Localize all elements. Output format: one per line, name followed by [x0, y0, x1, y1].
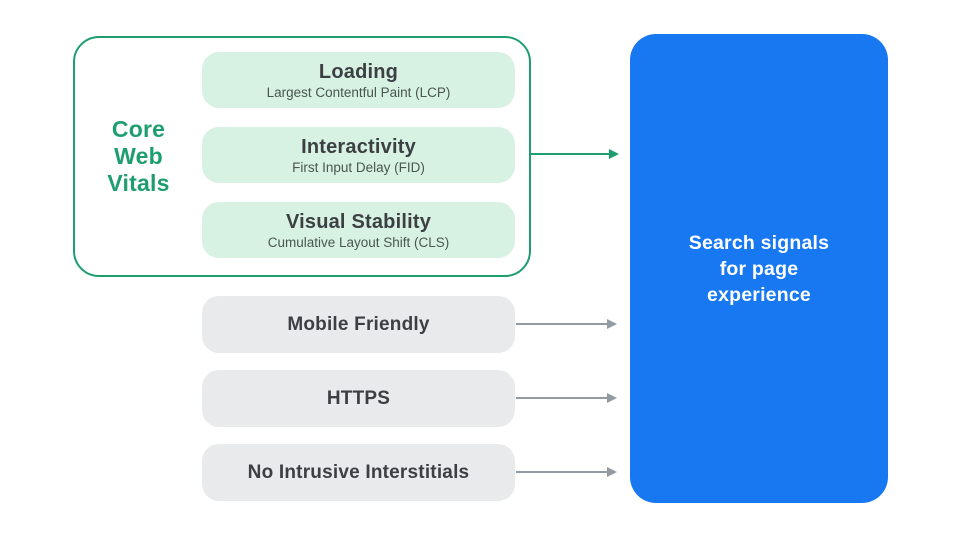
arrow-https-icon — [516, 393, 617, 403]
signal-box-mobile-friendly: Mobile Friendly — [202, 296, 515, 353]
vital-box-visual-stability: Visual Stability Cumulative Layout Shift… — [202, 202, 515, 258]
result-line-2: for page — [719, 257, 799, 280]
signal-box-https: HTTPS — [202, 370, 515, 427]
signal-box-no-intrusive-interstitials: No Intrusive Interstitials — [202, 444, 515, 501]
signal-label-no-intrusive-interstitials: No Intrusive Interstitials — [247, 461, 470, 483]
signal-label-mobile-friendly: Mobile Friendly — [287, 313, 430, 335]
vital-subtitle-cls: Cumulative Layout Shift (CLS) — [267, 234, 450, 250]
vital-box-interactivity: Interactivity First Input Delay (FID) — [202, 127, 515, 183]
vital-subtitle-lcp: Largest Contentful Paint (LCP) — [266, 84, 451, 100]
core-web-vitals-label: Core Web Vitals — [107, 116, 170, 196]
signal-label-https: HTTPS — [326, 387, 391, 409]
vital-title-loading: Loading — [318, 60, 399, 83]
vital-title-visual-stability: Visual Stability — [285, 210, 432, 233]
arrow-core-web-vitals-icon — [531, 149, 619, 159]
core-web-vitals-label-wrap: Core Web Vitals — [75, 36, 202, 277]
arrow-no-intrusive-interstitials-icon — [516, 467, 617, 477]
arrow-mobile-friendly-icon — [516, 319, 617, 329]
vital-subtitle-fid: First Input Delay (FID) — [292, 159, 425, 175]
vital-title-interactivity: Interactivity — [301, 135, 416, 158]
search-signals-result-text: Search signals for page experience — [689, 230, 829, 308]
result-line-1: Search signals — [688, 231, 830, 254]
search-signals-result-box: Search signals for page experience — [630, 34, 888, 503]
result-line-3: experience — [707, 283, 811, 306]
vital-box-loading: Loading Largest Contentful Paint (LCP) — [202, 52, 515, 108]
